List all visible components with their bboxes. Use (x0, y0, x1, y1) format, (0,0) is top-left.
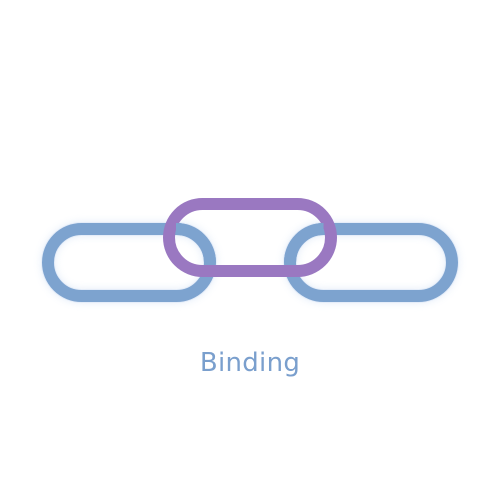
center-chain-link (163, 198, 337, 277)
chain-glow (41, 222, 459, 303)
caption-label: Binding (199, 348, 301, 378)
right-link-overlap (284, 223, 324, 263)
left-link-overlap (176, 223, 216, 263)
